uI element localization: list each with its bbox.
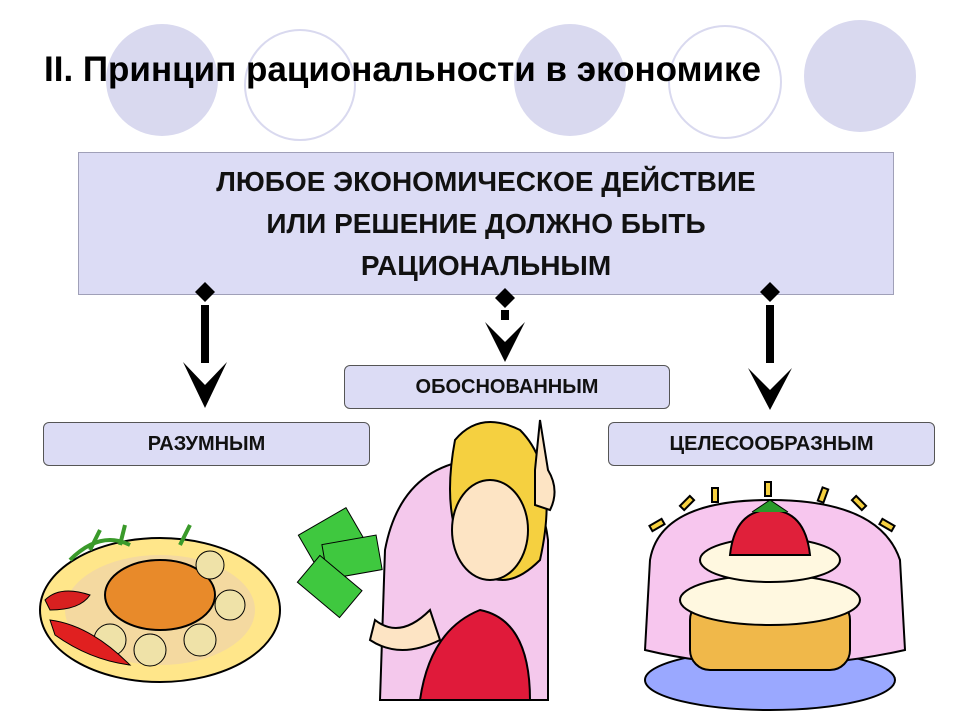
food-plate-illustration — [39, 524, 281, 683]
arrow-middle — [485, 288, 525, 362]
branch-box-expedient: ЦЕЛЕСООБРАЗНЫМ — [608, 422, 935, 466]
cake-illustration — [643, 481, 907, 711]
arrow-right — [748, 282, 792, 410]
branch-label: ОБОСНОВАННЫМ — [415, 375, 599, 398]
slide-title: II. Принцип рациональности в экономике — [44, 50, 761, 89]
branch-box-reasonable: РАЗУМНЫМ — [43, 422, 370, 466]
branch-label: РАЗУМНЫМ — [147, 432, 266, 455]
decor-circle-outline — [668, 25, 782, 139]
main-statement-box: ЛЮБОЕ ЭКОНОМИЧЕСКОЕ ДЕЙСТВИЕ ИЛИ РЕШЕНИЕ… — [78, 152, 894, 295]
branch-box-justified: ОБОСНОВАННЫМ — [344, 365, 670, 409]
branch-label: ЦЕЛЕСООБРАЗНЫМ — [669, 432, 874, 455]
statement-line: ЛЮБОЕ ЭКОНОМИЧЕСКОЕ ДЕЙСТВИЕ — [216, 165, 756, 197]
decor-circle-filled — [514, 24, 626, 136]
arrow-left — [183, 282, 227, 408]
decor-circle-filled — [106, 24, 218, 136]
decor-circle-filled — [804, 20, 916, 132]
woman-with-money-illustration — [296, 419, 556, 701]
statement-line: РАЦИОНАЛЬНЫМ — [360, 249, 612, 281]
statement-line: ИЛИ РЕШЕНИЕ ДОЛЖНО БЫТЬ — [266, 207, 706, 239]
decor-circle-outline — [244, 29, 356, 141]
